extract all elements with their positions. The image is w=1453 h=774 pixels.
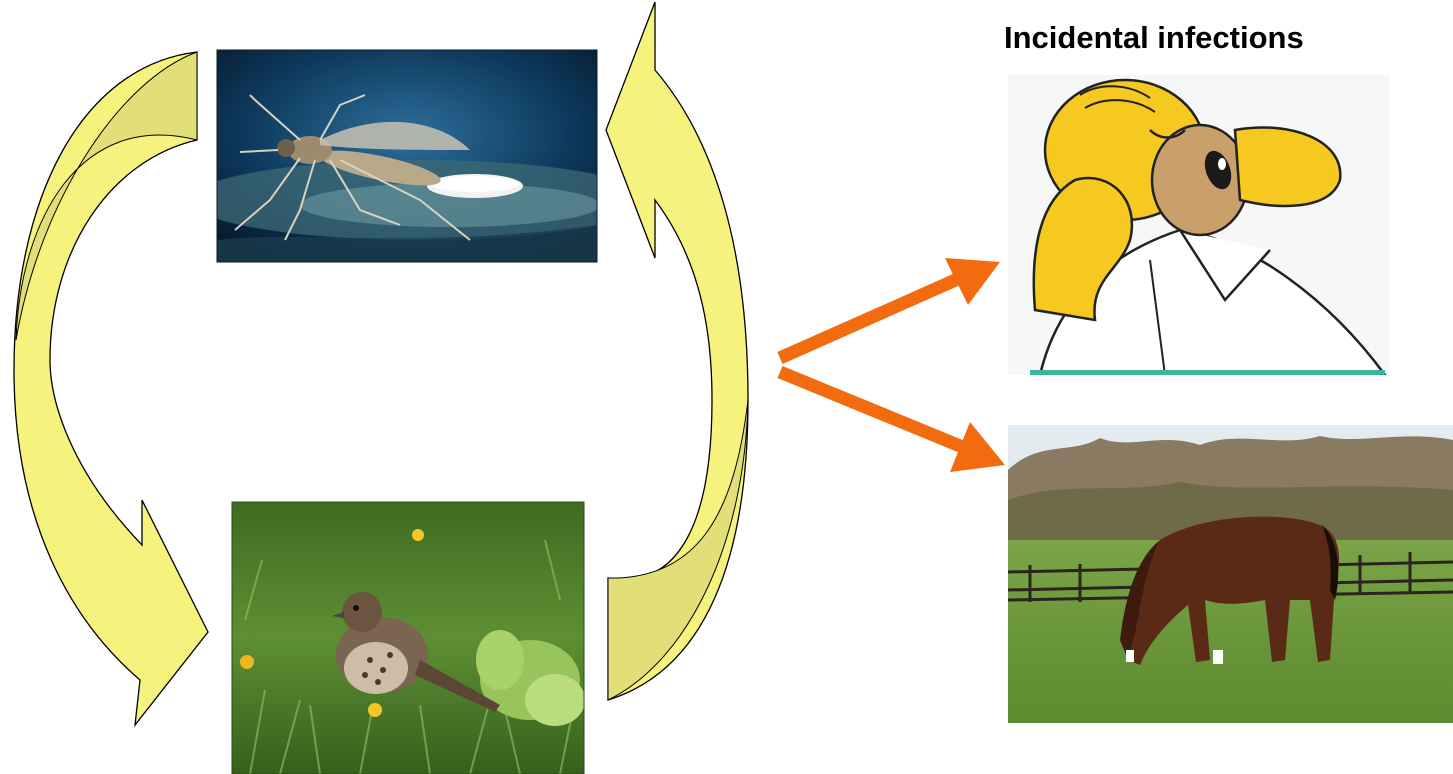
incidental-infections-heading: Incidental infections [1004, 20, 1304, 56]
cycle-arrow-down [14, 52, 208, 725]
human-image [1008, 75, 1390, 375]
spread-arrow-to-human [780, 258, 1000, 358]
bird-image [232, 502, 585, 774]
cycle-arrow-up [606, 2, 748, 700]
horse-image [1008, 425, 1453, 723]
mosquito-image [190, 50, 650, 262]
spread-arrow-to-horse [780, 372, 1005, 472]
